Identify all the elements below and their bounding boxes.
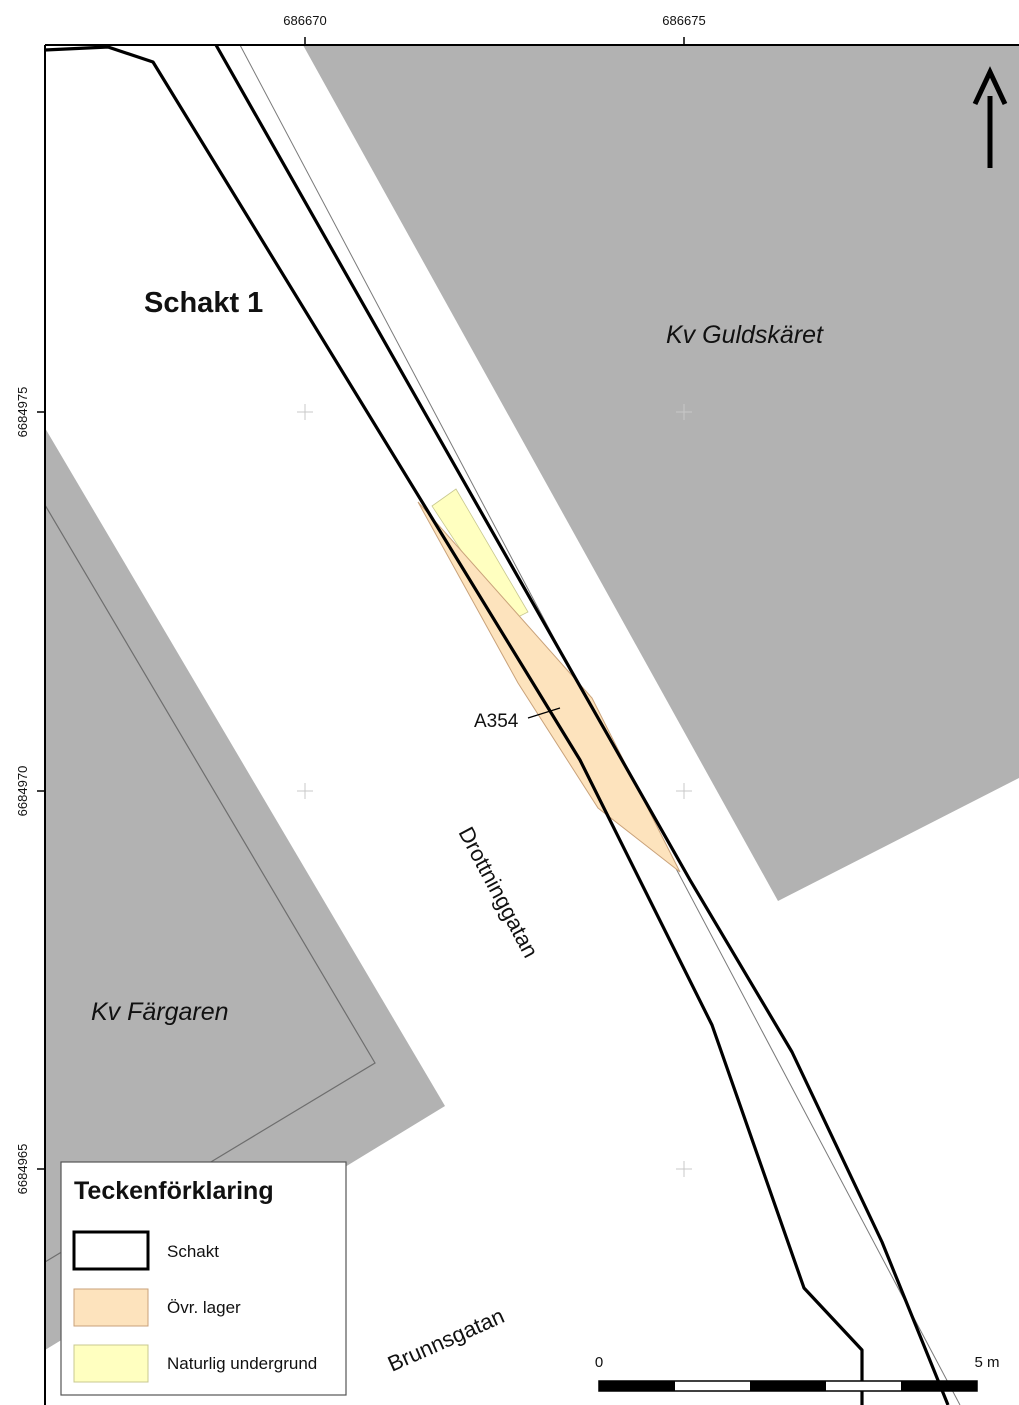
scale-label-start: 0 <box>595 1354 603 1371</box>
schakt-outline-east <box>214 44 950 1405</box>
y-tick-label-6684965: 6684965 <box>15 1144 30 1195</box>
legend-swatch-naturlig-undergrund <box>73 1344 149 1383</box>
block-fargaren <box>45 428 445 1350</box>
feature-leader-line <box>527 707 561 719</box>
block-guldskaret <box>303 45 1019 901</box>
y-tick-label-6684970: 6684970 <box>15 766 30 817</box>
legend-label-naturlig-undergrund: Naturlig undergrund <box>167 1354 317 1373</box>
frame-ticks <box>37 37 685 1170</box>
legend-swatch-schakt <box>72 1230 150 1271</box>
legend-swatch-ovr-lager <box>73 1288 149 1327</box>
layer-ovr-lager-a354 <box>417 501 681 873</box>
grid-crosses <box>297 404 692 1177</box>
y-tick-label-6684975: 6684975 <box>15 387 30 438</box>
block-label-fargaren: Kv Färgaren <box>91 998 229 1026</box>
legend-label-ovr-lager: Övr. lager <box>167 1298 241 1317</box>
x-tick-label-686675: 686675 <box>662 13 705 28</box>
scale-label-end: 5 m <box>974 1354 999 1371</box>
legend: Teckenförklaring Schakt Övr. lager Natur… <box>60 1161 347 1396</box>
x-tick-label-686670: 686670 <box>283 13 326 28</box>
legend-title: Teckenförklaring <box>74 1177 274 1205</box>
legend-label-schakt: Schakt <box>167 1242 219 1261</box>
scale-bar: 0 5 m <box>595 1354 1000 1392</box>
feature-label-a354: A354 <box>474 711 519 732</box>
schakt-outline <box>44 45 864 1405</box>
schakt-title: Schakt 1 <box>144 287 263 319</box>
block-label-guldskaret: Kv Guldskäret <box>666 321 824 349</box>
north-arrow-icon <box>972 66 1008 168</box>
